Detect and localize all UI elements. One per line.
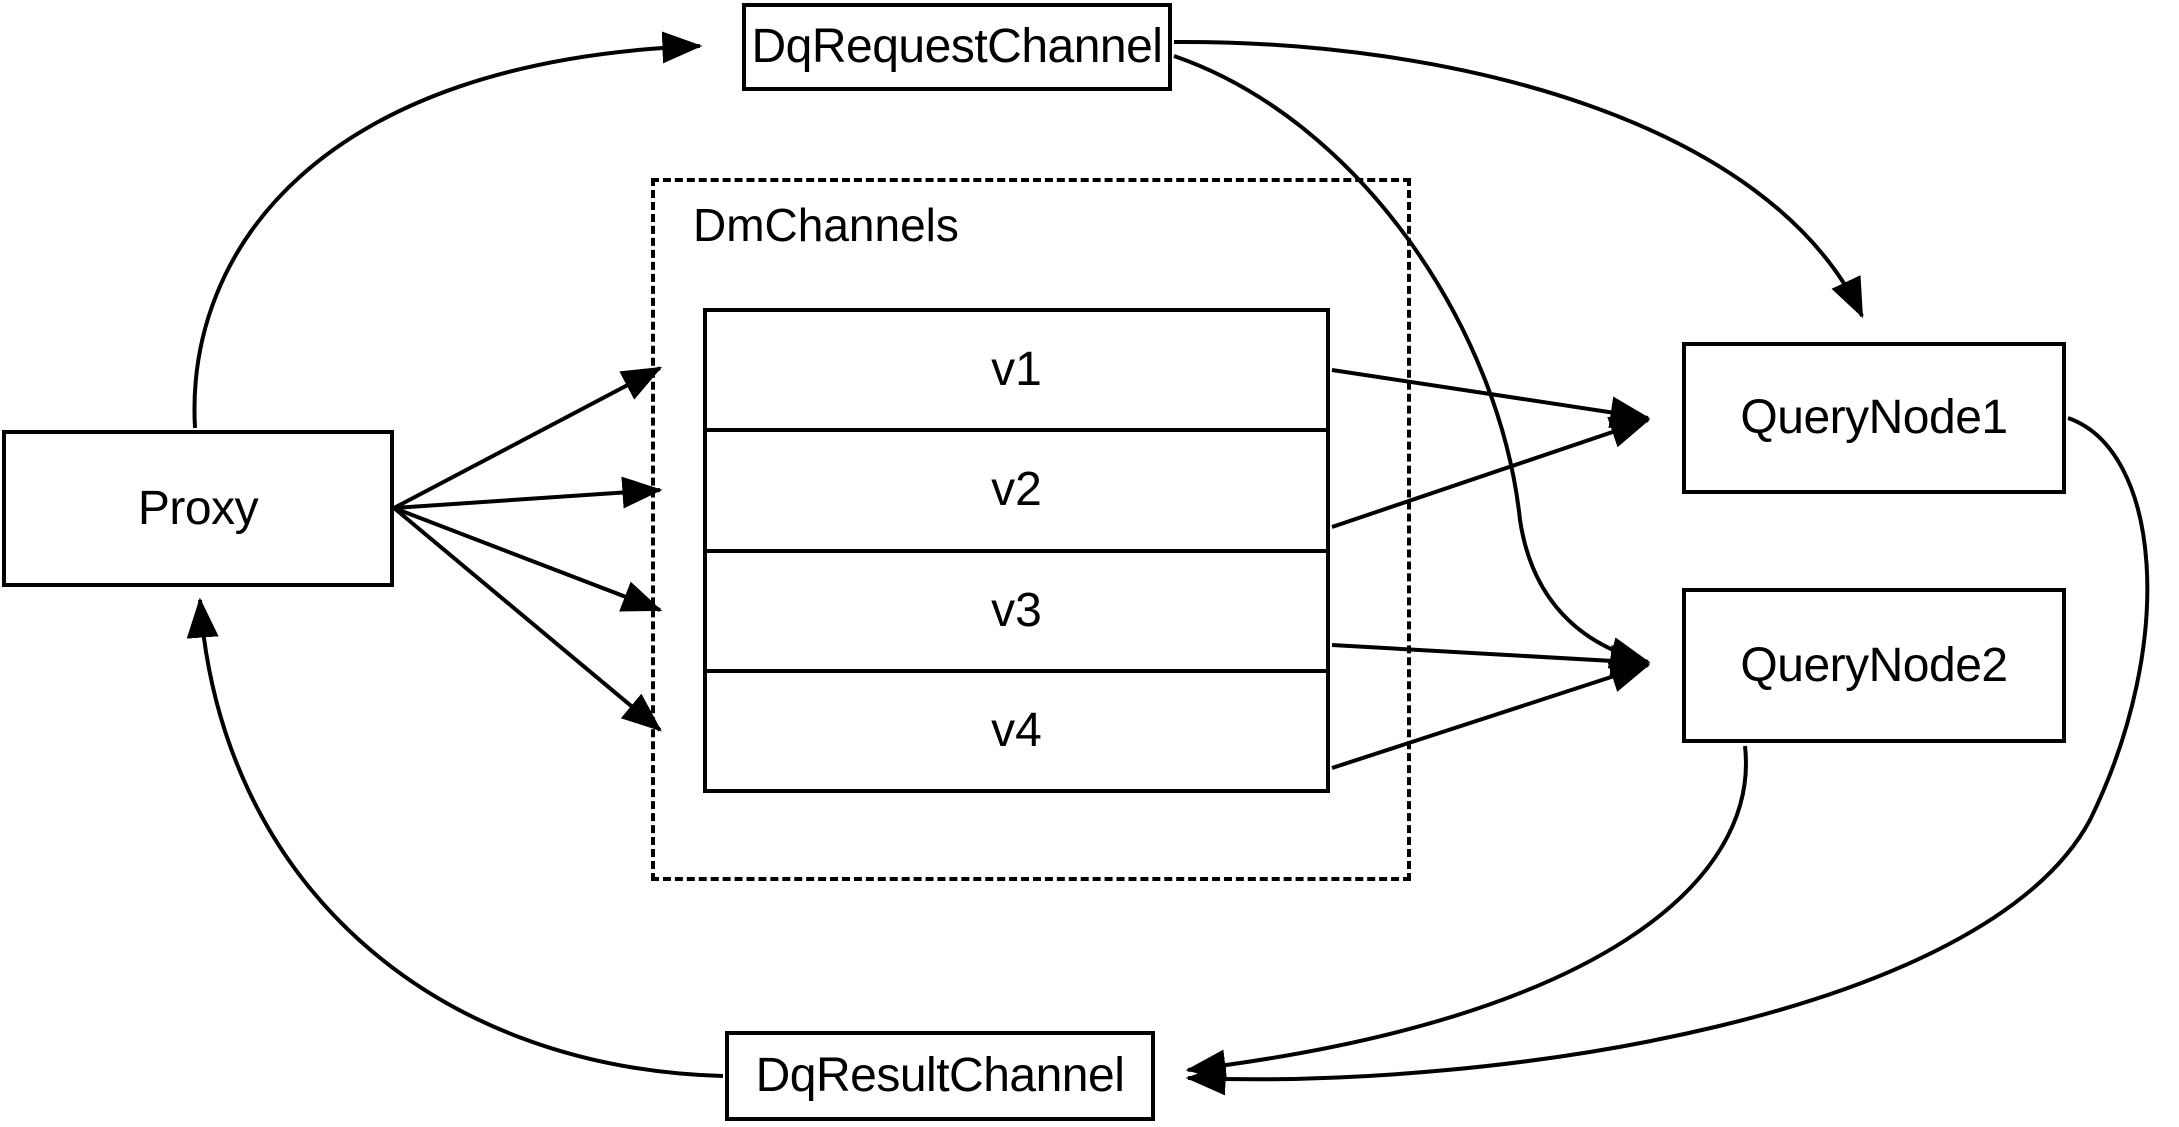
vchannel-row-v4[interactable]: v4 xyxy=(707,672,1326,789)
node-dq-request-channel[interactable]: DqRequestChannel xyxy=(742,3,1172,91)
edge-v3-to-querynode2 xyxy=(1331,643,1651,677)
edge-dqrequestchannel-to-querynode1 xyxy=(1173,39,1864,319)
edge-dqrequestchannel-to-querynode2 xyxy=(1173,54,1651,669)
node-query-node-2[interactable]: QueryNode2 xyxy=(1682,588,2066,743)
node-dq-result-channel[interactable]: DqResultChannel xyxy=(725,1031,1155,1121)
node-query-node-1[interactable]: QueryNode1 xyxy=(1682,342,2066,494)
node-query-node-1-label: QueryNode1 xyxy=(1740,391,2008,444)
edge-proxy-to-v3 xyxy=(393,506,663,612)
vchannel-stack: v1 v2 v3 v4 xyxy=(703,308,1330,793)
node-dq-result-channel-label: DqResultChannel xyxy=(755,1049,1125,1102)
vchannel-row-v1[interactable]: v1 xyxy=(707,312,1326,433)
vchannel-row-v3[interactable]: v3 xyxy=(707,552,1326,673)
edge-dqresultchannel-to-proxy xyxy=(186,597,724,1078)
vchannel-label-v1: v1 xyxy=(991,343,1042,397)
dm-channels-group xyxy=(651,178,1411,881)
vchannel-row-v2[interactable]: v2 xyxy=(707,432,1326,553)
edge-proxy-to-dqrequestchannel xyxy=(192,31,703,429)
edge-v2-to-querynode1 xyxy=(1331,416,1651,529)
vchannel-label-v4: v4 xyxy=(991,703,1042,757)
vchannel-label-v3: v3 xyxy=(991,583,1042,637)
edge-proxy-to-v2 xyxy=(393,476,663,510)
node-dq-request-channel-label: DqRequestChannel xyxy=(751,20,1163,73)
edge-proxy-to-v1 xyxy=(393,366,663,510)
edge-querynode2-to-dqresultchannel xyxy=(1185,745,1748,1082)
node-proxy-label: Proxy xyxy=(137,481,259,535)
edge-querynode1-to-dqresultchannel xyxy=(1185,416,2150,1096)
dm-channels-group-label: DmChannels xyxy=(693,199,959,251)
node-query-node-2-label: QueryNode2 xyxy=(1740,638,2008,692)
edge-proxy-to-v4 xyxy=(392,506,662,732)
edge-v4-to-querynode2 xyxy=(1331,661,1651,770)
node-proxy[interactable]: Proxy xyxy=(2,430,394,587)
vchannel-label-v2: v2 xyxy=(991,463,1042,517)
